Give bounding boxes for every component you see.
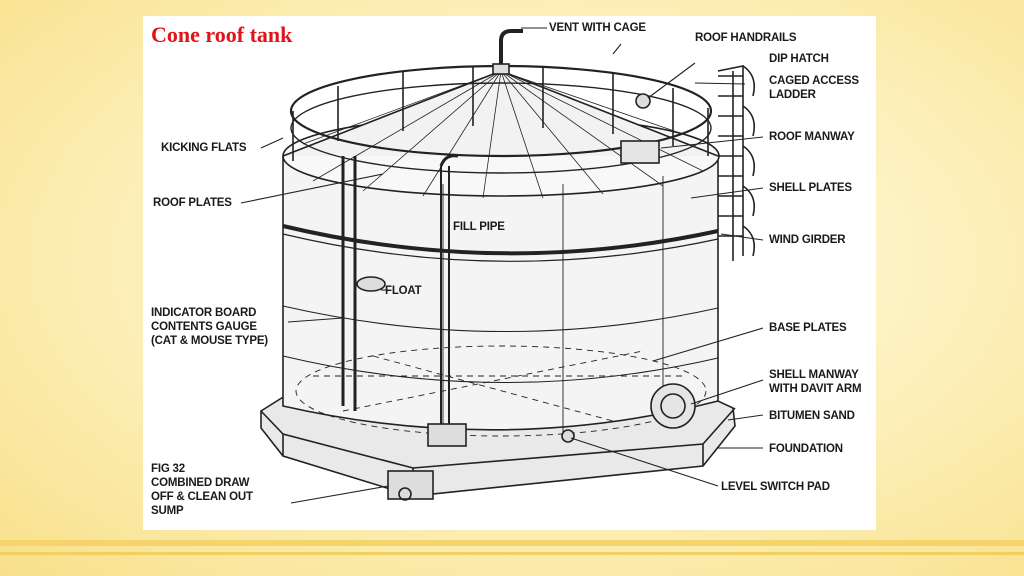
label-dip-hatch: DIP HATCH (769, 53, 829, 65)
tank-shell (282, 156, 719, 431)
label-handrails: ROOF HANDRAILS (695, 32, 797, 44)
label-indicator: INDICATOR BOARD CONTENTS GAUGE (CAT & MO… (151, 307, 268, 347)
label-kicking-flats: KICKING FLATS (161, 142, 247, 154)
diagram-panel: Cone roof tank VENT WITH CAGE ROOF HANDR… (143, 16, 876, 530)
label-level-switch: LEVEL SWITCH PAD (721, 481, 830, 493)
vent-pipe (499, 29, 523, 71)
label-base-plates: BASE PLATES (769, 322, 847, 334)
label-caged-ladder: CAGED ACCESS LADDER (769, 75, 859, 101)
slide-stripe (0, 540, 1024, 546)
roof-manway (620, 140, 660, 164)
label-fill-pipe: FILL PIPE (453, 221, 505, 233)
label-foundation: FOUNDATION (769, 443, 843, 455)
float (356, 276, 386, 292)
label-roof-plates: ROOF PLATES (153, 197, 232, 209)
figure-caption: FIG 32 (151, 463, 185, 475)
label-sump: COMBINED DRAW OFF & CLEAN OUT SUMP (151, 477, 253, 517)
slide-stripe-thin (0, 552, 1024, 555)
shell-manway (650, 383, 696, 429)
label-shell-manway: SHELL MANWAY WITH DAVIT ARM (769, 369, 862, 395)
label-shell-plates: SHELL PLATES (769, 182, 852, 194)
tank-illustration (240, 27, 764, 504)
label-roof-manway: ROOF MANWAY (769, 131, 855, 143)
label-float: FLOAT (385, 285, 422, 297)
diagram-title: Cone roof tank (151, 22, 293, 47)
label-wind-girder: WIND GIRDER (769, 234, 846, 246)
label-vent: VENT WITH CAGE (549, 22, 646, 34)
fill-pipe (440, 166, 450, 426)
label-bitumen: BITUMEN SAND (769, 410, 855, 422)
indicator-board (341, 156, 357, 411)
caged-ladder (717, 65, 756, 261)
